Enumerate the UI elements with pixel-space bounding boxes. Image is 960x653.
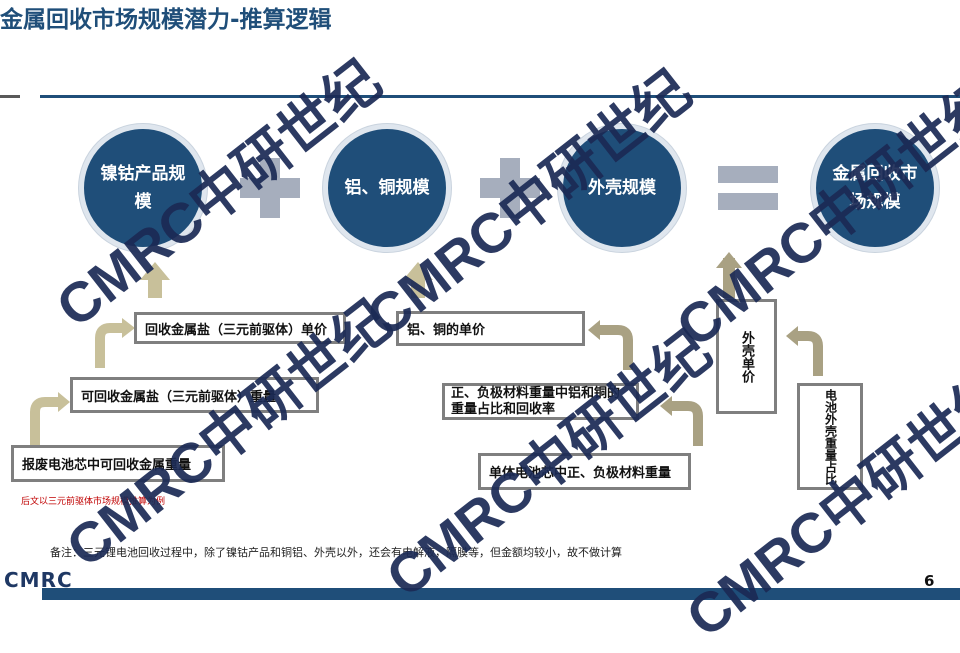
footer-bar (42, 588, 960, 600)
title-divider-left (0, 95, 20, 98)
box-electrode-weight: 单体电池芯中正、负极材料重量 (478, 453, 691, 490)
plus-icon (480, 158, 540, 218)
box-shell-price: 外壳单价 (716, 299, 777, 414)
equals-icon (718, 166, 778, 210)
slide-title: 金属回收市场规模潜力-推算逻辑 (0, 7, 332, 33)
footnote: 备注：三元锂电池回收过程中，除了镍钴产品和铜铝、外壳以外，还会有电解液，隔膜等，… (50, 546, 622, 559)
arrow-up-icon (140, 262, 170, 298)
plus-icon (240, 158, 300, 218)
box-metal-weight: 报废电池芯中可回收金属重量 (11, 445, 225, 482)
arrow-up-icon (403, 262, 433, 298)
box-salt-unit-price: 回收金属盐（三元前驱体）单价 (134, 312, 346, 344)
box-salt-weight: 可回收金属盐（三元前驱体）重量 (70, 377, 319, 413)
bent-arrows-right (600, 325, 823, 446)
circle-al-cu: 铝、铜规模 (323, 124, 451, 252)
box-al-cu-ratio: 正、负极材料重量中铝和铜的重量占比和回收率 (442, 383, 639, 420)
circle-total-market: 金属回收市场规模 (811, 124, 939, 252)
page-number: 6 (924, 572, 935, 590)
up-arrows (140, 262, 433, 298)
box-shell-weight-ratio: 电池外壳重量占比 (797, 383, 863, 490)
circle-shell: 外壳规模 (558, 124, 686, 252)
circle-nickel-cobalt: 镍钴产品规模 (79, 124, 207, 252)
left-note: 后文以三元前驱体市场规模推算为例 (21, 497, 166, 507)
title-divider (40, 95, 960, 98)
diagram-shapes (30, 158, 823, 446)
box-al-cu-price: 铝、铜的单价 (396, 311, 585, 346)
bent-arrows-left (30, 323, 122, 446)
